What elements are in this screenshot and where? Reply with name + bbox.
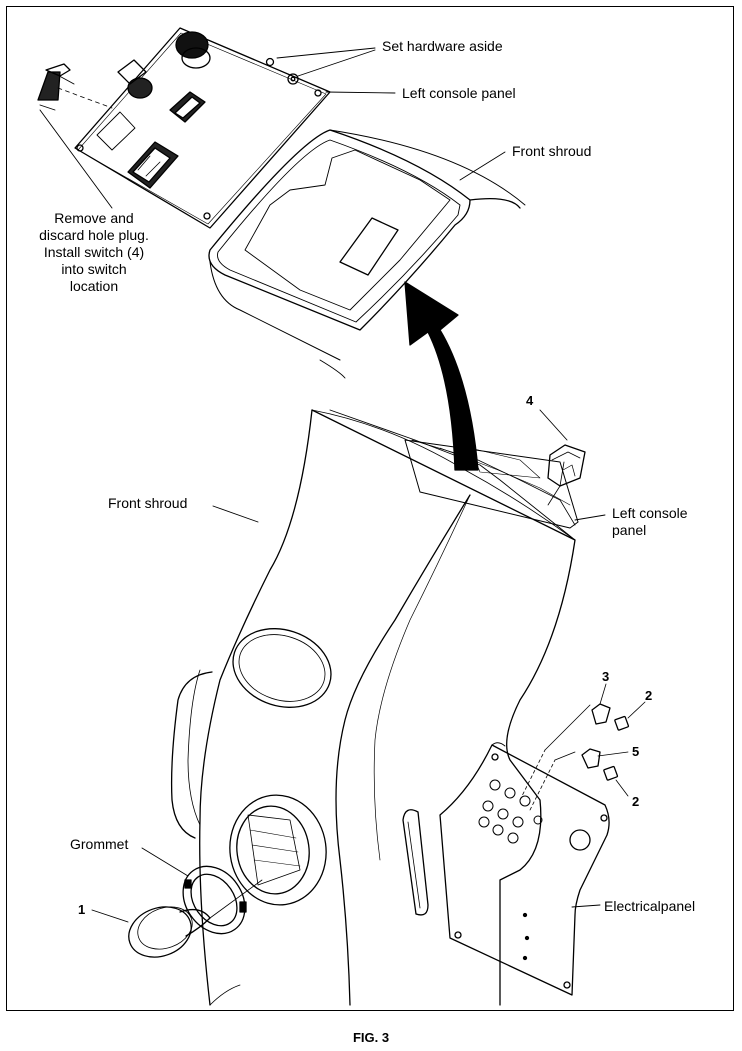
figure-caption: FIG. 3 bbox=[352, 1030, 390, 1045]
electrical-panel bbox=[439, 704, 610, 996]
callout-4: 4 bbox=[526, 393, 534, 408]
label-note-line4: into switch bbox=[61, 261, 127, 277]
leader-lines bbox=[212, 151, 601, 908]
front-shroud-main bbox=[170, 409, 576, 1006]
callout-3: 3 bbox=[602, 669, 610, 684]
install-arrow bbox=[404, 281, 479, 471]
label-note-line3: Install switch (4) bbox=[43, 244, 145, 260]
label-front-shroud-top: Front shroud bbox=[512, 143, 592, 159]
label-note-line1: Remove and bbox=[54, 210, 134, 226]
figure-frame bbox=[6, 6, 734, 1011]
left-console-panel-exploded bbox=[74, 27, 331, 229]
callout-5: 5 bbox=[632, 744, 640, 759]
label-grommet: Grommet bbox=[70, 836, 129, 852]
callout-2a: 2 bbox=[645, 688, 653, 703]
callout-2b: 2 bbox=[632, 794, 640, 809]
label-electrical-panel: Electricalpanel bbox=[604, 898, 696, 914]
left-console-panel-installed bbox=[404, 439, 606, 529]
label-left-console-panel-mid-2: panel bbox=[612, 522, 647, 538]
label-left-console-panel-top: Left console panel bbox=[402, 85, 516, 101]
label-front-shroud-mid: Front shroud bbox=[108, 495, 188, 511]
front-shroud-top bbox=[208, 129, 526, 379]
label-set-hardware-aside: Set hardware aside bbox=[382, 38, 503, 54]
grommet-and-part-1 bbox=[91, 847, 263, 958]
switch-exploded-top bbox=[37, 63, 113, 209]
label-note-line2: discard hole plug. bbox=[39, 227, 149, 243]
callout-1: 1 bbox=[78, 902, 86, 917]
electrical-components bbox=[581, 683, 646, 797]
label-note-line5: location bbox=[69, 278, 119, 294]
switch-4 bbox=[539, 409, 586, 506]
hardware bbox=[265, 47, 396, 94]
label-left-console-panel-mid-1: Left console bbox=[612, 505, 688, 521]
